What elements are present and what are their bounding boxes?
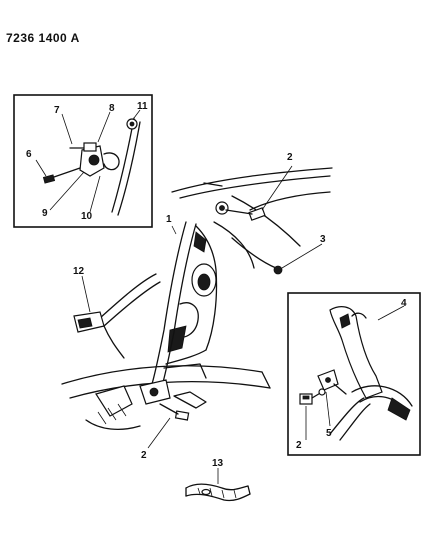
callout-13: 13 xyxy=(212,458,224,469)
floor-anchor-plate xyxy=(95,385,133,417)
part-13-strap: 13 xyxy=(185,458,251,502)
callout-2-detail: 2 xyxy=(296,440,302,451)
wheel-arch-outer xyxy=(351,385,413,407)
lower-anchor-bolt xyxy=(174,410,190,421)
lap-belt-webbing-b xyxy=(103,281,161,327)
nut-11-hole xyxy=(129,121,135,127)
callout-3: 3 xyxy=(320,234,326,245)
trim-panel-front xyxy=(195,225,218,351)
belt-guide xyxy=(329,397,365,435)
diagram-code: 7236 1400 A xyxy=(6,31,80,45)
anchor-tab xyxy=(173,391,207,409)
bolt-axis xyxy=(53,167,81,178)
roof-rail-outer xyxy=(171,167,333,193)
leader-6 xyxy=(35,159,47,177)
floor-hatching xyxy=(97,403,127,425)
arch-shadow xyxy=(387,397,411,421)
callout-6: 6 xyxy=(26,149,32,160)
trim-panel-bottom xyxy=(165,349,207,365)
callout-1: 1 xyxy=(166,214,172,225)
trim-panel-top xyxy=(213,221,255,269)
roof-rail-inner xyxy=(179,175,331,199)
upper-anchor-bolt xyxy=(248,207,266,221)
bracket-hole xyxy=(88,154,100,166)
callout-2-bottom: 2 xyxy=(141,450,147,461)
buckle-latch xyxy=(77,317,93,329)
retractor-cable xyxy=(231,237,277,269)
retainer-arm xyxy=(333,383,347,395)
detail-bolt-head xyxy=(302,395,310,400)
panel-shadow xyxy=(167,325,187,353)
c-pillar-edge xyxy=(231,195,301,247)
detail-washer xyxy=(318,388,326,396)
floor-sill-upper xyxy=(61,365,263,385)
belt-guide-2 xyxy=(339,403,371,441)
detail-box-trim: 4 2 5 xyxy=(287,292,421,456)
leader-8 xyxy=(97,111,111,143)
callout-8: 8 xyxy=(109,103,115,114)
leader-10 xyxy=(89,175,101,213)
leader-9 xyxy=(49,171,85,211)
strap-top-edge xyxy=(185,483,249,491)
retractor-bolt xyxy=(149,387,159,397)
sill-end xyxy=(261,371,271,389)
pillar-trim-edge-2 xyxy=(117,121,141,216)
callout-4: 4 xyxy=(401,298,407,309)
callout-9: 9 xyxy=(42,208,48,219)
anchor-bolt xyxy=(42,174,56,184)
leader-11 xyxy=(133,109,141,119)
leader-7 xyxy=(61,113,73,145)
speaker-center xyxy=(197,273,211,291)
spacer-8 xyxy=(83,142,97,152)
trim-top-curl xyxy=(351,312,367,319)
d-ring-hole xyxy=(219,205,225,211)
vehicle-quarter-panel xyxy=(61,167,333,431)
callout-2-top: 2 xyxy=(287,152,293,163)
callout-11: 11 xyxy=(137,101,148,112)
bolt-3-head xyxy=(273,265,283,275)
upper-shadow xyxy=(193,231,207,253)
buckle-strap xyxy=(103,325,125,359)
leader-5 xyxy=(325,391,331,427)
leader-2-bottom xyxy=(147,417,171,449)
roof-detail xyxy=(203,182,223,187)
strap-right-end xyxy=(247,485,251,495)
spring-clip xyxy=(103,152,120,171)
window-edge xyxy=(249,191,331,211)
trim-slot xyxy=(339,313,351,329)
callout-5: 5 xyxy=(326,428,332,439)
strap-eyelet xyxy=(201,488,211,496)
detail-box-retractor: 7 8 11 6 9 10 xyxy=(13,94,153,228)
strap-bottom-edge xyxy=(185,493,251,502)
callout-10: 10 xyxy=(81,211,93,222)
leader-4 xyxy=(377,305,405,321)
leader-2-top xyxy=(261,165,293,211)
callout-7: 7 xyxy=(54,105,60,116)
lap-belt-webbing-a xyxy=(99,273,157,319)
floor-edge xyxy=(85,419,141,431)
strap-stitching xyxy=(197,487,237,499)
callout-12: 12 xyxy=(73,266,85,277)
lower-bolt-axis xyxy=(159,403,179,415)
leader-3 xyxy=(281,243,323,269)
upper-bolt-axis xyxy=(225,209,253,215)
floor-bracket xyxy=(163,363,207,379)
trim-cover-4 xyxy=(329,306,383,399)
leader-1 xyxy=(171,225,177,235)
leader-12 xyxy=(81,275,91,313)
retainer-hole xyxy=(325,377,331,383)
belt-webbing-back xyxy=(161,223,197,387)
